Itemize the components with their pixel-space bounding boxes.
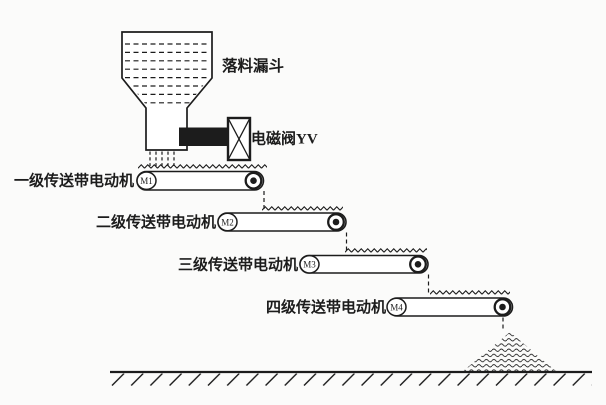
- conveyor-4-material-zigzag: [430, 290, 510, 295]
- conveyor-4: 四级传送带电动机 M4: [266, 290, 514, 331]
- conveyor-2-pulley: [327, 213, 345, 231]
- conveyor-3-material-zigzag: [345, 248, 427, 253]
- ground: [110, 370, 592, 387]
- hopper-outline: [121, 31, 213, 151]
- conveyor-2-label: 二级传送带电动机: [96, 213, 216, 231]
- material-pile: [462, 332, 557, 372]
- hopper-label: 落料漏斗: [222, 56, 284, 75]
- motor-m2-label: M2: [221, 217, 234, 227]
- motor-m2: M2: [217, 212, 238, 232]
- solenoid-valve: 电磁阀YV: [179, 116, 318, 162]
- ground-hatching: [111, 373, 592, 387]
- solenoid-valve-symbol: [226, 116, 252, 162]
- motor-m3: M3: [299, 254, 320, 274]
- valve-connector-bar: [179, 127, 228, 146]
- conveyor-3-pulley: [409, 255, 427, 274]
- valve-label: 电磁阀YV: [251, 130, 318, 148]
- conveyor-3-label: 三级传送带电动机: [178, 256, 298, 274]
- conveyor-1-pulley: [244, 171, 263, 190]
- motor-m4-label: M4: [390, 302, 403, 312]
- conveyor-4-label: 四级传送带电动机: [266, 298, 386, 316]
- conveyor-4-pulley: [493, 298, 512, 316]
- conveyor-1-label: 一级传送带电动机: [14, 172, 134, 190]
- conveyor-2-material-zigzag: [262, 206, 343, 211]
- motor-m1: M1: [136, 171, 157, 191]
- conveyor-1-material-zigzag: [138, 164, 267, 169]
- motor-m4: M4: [386, 297, 407, 317]
- conveyor-1: 一级传送带电动机 M1: [14, 164, 267, 211]
- conveyor-3: 三级传送带电动机 M3: [178, 248, 430, 295]
- conveyor-2: 二级传送带电动机 M2: [96, 206, 348, 253]
- motor-m1-label: M1: [140, 176, 153, 186]
- motor-m3-label: M3: [303, 260, 316, 270]
- falling-material-dashes: [149, 151, 175, 166]
